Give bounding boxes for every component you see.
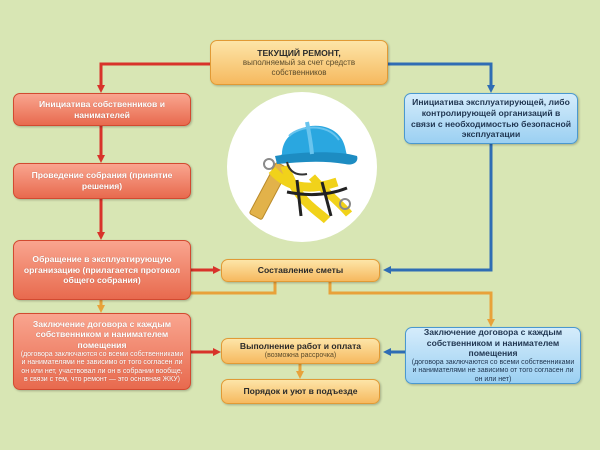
- node-contract-left-title: Заключение договора с каждым собственник…: [32, 318, 172, 351]
- node-order: Порядок и уют в подъезде: [221, 379, 380, 404]
- arrow-operator-to-estimate: [383, 144, 493, 274]
- node-work-payment-title: Выполнение работ и оплата: [239, 341, 362, 352]
- node-contract-left-sub: (договора заключаются со всеми собственн…: [20, 350, 184, 383]
- arrow-estimate-to-contract-right: [328, 282, 495, 327]
- node-order-title: Порядок и уют в подъезде: [243, 386, 358, 397]
- arrow-top-to-operator: [388, 62, 495, 93]
- arrow-top-to-owners: [97, 62, 210, 93]
- node-contract-left: Заключение договора с каждым собственник…: [13, 313, 191, 390]
- node-current-repair: ТЕКУЩИЙ РЕМОНТ, выполняемый за счет сред…: [210, 40, 388, 85]
- node-owners-initiative: Инициатива собственников и нанимателей: [13, 93, 191, 126]
- node-estimate-title: Составление сметы: [257, 265, 344, 276]
- node-owners-initiative-title: Инициатива собственников и нанимателей: [38, 98, 166, 120]
- node-appeal: Обращение в эксплуатирующую организацию …: [13, 240, 191, 300]
- node-contract-right: Заключение договора с каждым собственник…: [405, 327, 581, 384]
- node-work-payment-sub: (возможна рассрочка): [264, 352, 337, 360]
- node-estimate: Составление сметы: [221, 259, 380, 282]
- node-meeting: Проведение собрания (принятие решения): [13, 163, 191, 199]
- node-current-repair-sub: выполняемый за счет средств собственнико…: [242, 58, 356, 77]
- helmet-and-safety-harness-icon: [227, 92, 377, 242]
- node-meeting-title: Проведение собрания (принятие решения): [31, 170, 173, 191]
- node-appeal-title: Обращение в эксплуатирующую организацию …: [23, 253, 181, 286]
- node-contract-right-sub: (договора заключаются со всеми собственн…: [411, 359, 575, 383]
- node-current-repair-title: ТЕКУЩИЙ РЕМОНТ,: [257, 47, 341, 58]
- node-work-payment: Выполнение работ и оплата (возможна расс…: [221, 338, 380, 364]
- node-contract-right-title: Заключение договора с каждым собственник…: [423, 326, 563, 359]
- node-operator-initiative-title: Инициатива эксплуатирующей, либо контрол…: [410, 97, 572, 140]
- node-operator-initiative: Инициатива эксплуатирующей, либо контрол…: [404, 93, 578, 144]
